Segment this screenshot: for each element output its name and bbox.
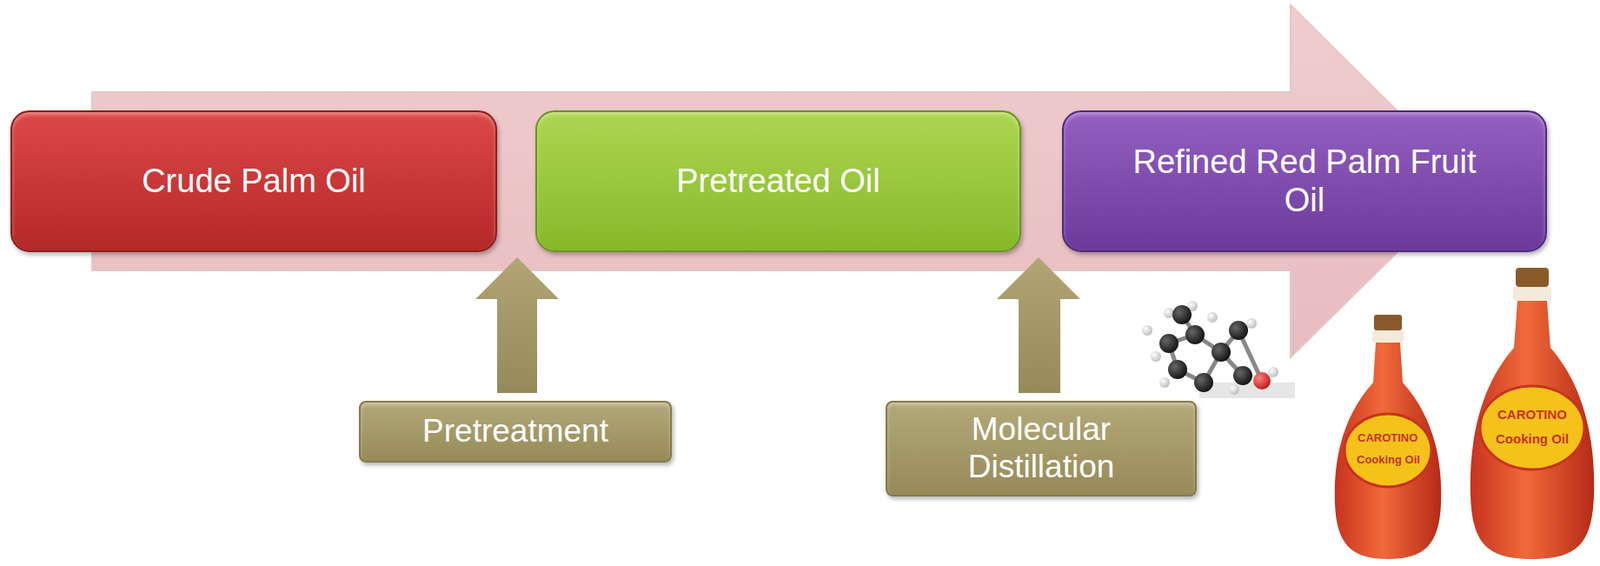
bottle-label-text: CAROTINO: [1357, 431, 1418, 445]
node-text: Pretreatment: [422, 412, 609, 451]
bottle-label-text: Cooking Oil: [1356, 452, 1421, 466]
node-text: Refined Red Palm Fruit Oil: [1108, 143, 1501, 220]
node-text: Pretreated Oil: [676, 162, 880, 201]
bottle-label-text: Cooking Oil: [1495, 431, 1569, 446]
up-arrow: [475, 257, 559, 393]
up-arrow: [996, 257, 1081, 393]
process-box: Crude Palm Oil: [10, 110, 498, 253]
node-text: Crude Palm Oil: [141, 162, 366, 201]
step-label-box: Molecular Distillation: [885, 400, 1197, 497]
molecule-illustration: [1141, 300, 1295, 399]
oil-bottle: [1470, 267, 1594, 559]
step-label-box: Pretreatment: [358, 400, 672, 463]
process-box: Pretreated Oil: [535, 110, 1022, 253]
oil-bottle: [1334, 314, 1441, 559]
bottle-label-text: CAROTINO: [1497, 406, 1567, 422]
node-text: Molecular Distillation: [902, 411, 1181, 485]
process-box: Refined Red Palm Fruit Oil: [1062, 110, 1547, 253]
